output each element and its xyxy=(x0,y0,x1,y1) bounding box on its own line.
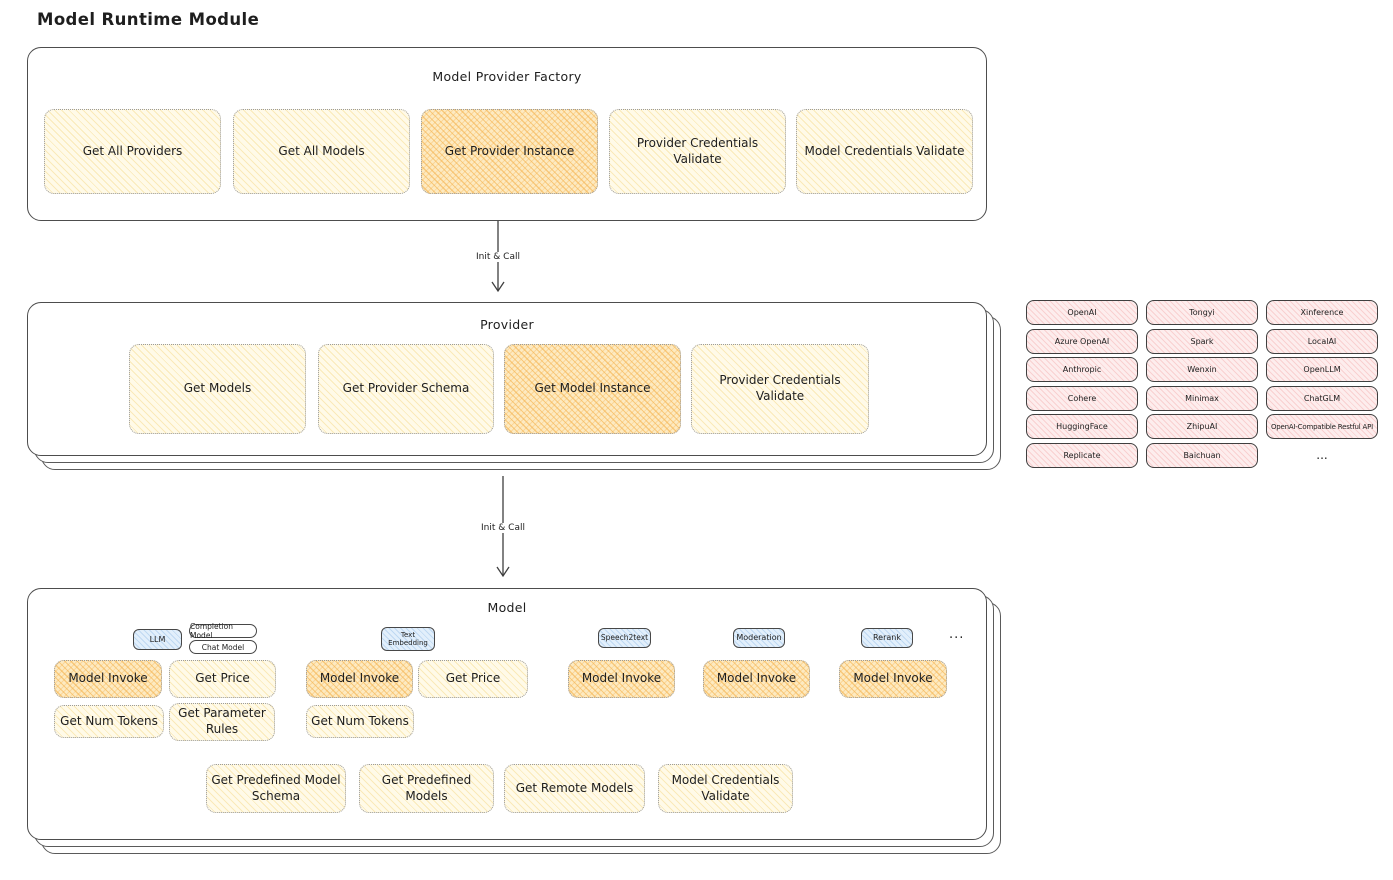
provider-op-provider-credentials-validate: Provider Credentials Validate xyxy=(691,344,869,434)
provider-chip-openai: OpenAI xyxy=(1026,300,1138,325)
provider-chip-spark: Spark xyxy=(1146,328,1258,354)
provider-grid-ellipsis: ... xyxy=(1316,448,1328,462)
provider-op-get-models: Get Models xyxy=(129,344,306,434)
model-frame: Model LLM Completion Model Chat Model Te… xyxy=(27,588,987,840)
init-call-label-1: Init & Call xyxy=(473,252,523,262)
provider-title: Provider xyxy=(480,317,534,332)
provider-chip-huggingface: HuggingFace xyxy=(1026,414,1138,439)
llm-get-price: Get Price xyxy=(169,660,276,698)
get-predefined-models: Get Predefined Models xyxy=(359,764,494,813)
provider-chip-openllm: OpenLLM xyxy=(1266,357,1378,382)
factory-title: Model Provider Factory xyxy=(432,69,582,84)
model-title: Model xyxy=(487,600,527,615)
provider-chip-grid: OpenAI Tongyi Xinference Azure OpenAI Sp… xyxy=(1026,300,1378,468)
moderation-model-invoke: Model Invoke xyxy=(703,660,810,698)
factory-op-get-provider-instance: Get Provider Instance xyxy=(421,109,598,194)
tag-llm: LLM xyxy=(133,629,182,650)
model-credentials-validate: Model Credentials Validate xyxy=(658,764,793,813)
factory-frame: Model Provider Factory Get All Providers… xyxy=(27,47,987,221)
llm-get-parameter-rules: Get Parameter Rules xyxy=(169,703,275,741)
init-call-label-2: Init & Call xyxy=(478,523,528,533)
provider-chip-localai: LocalAI xyxy=(1266,328,1378,354)
provider-chip-tongyi: Tongyi xyxy=(1146,300,1258,325)
tag-text-embedding: Text Embedding xyxy=(381,627,435,651)
tag-speech2text: Speech2text xyxy=(598,628,651,648)
provider-chip-chatglm: ChatGLM xyxy=(1266,385,1378,411)
provider-chip-replicate: Replicate xyxy=(1026,442,1138,468)
get-predefined-model-schema: Get Predefined Model Schema xyxy=(206,764,346,813)
rerank-model-invoke: Model Invoke xyxy=(839,660,947,698)
factory-op-get-all-models: Get All Models xyxy=(233,109,410,194)
tag-moderation: Moderation xyxy=(733,628,785,648)
llm-model-invoke: Model Invoke xyxy=(54,660,162,698)
provider-chip-minimax: Minimax xyxy=(1146,385,1258,411)
provider-op-get-model-instance: Get Model Instance xyxy=(504,344,681,434)
speech2text-model-invoke: Model Invoke xyxy=(568,660,675,698)
provider-frame: Provider Get Models Get Provider Schema … xyxy=(27,302,987,456)
provider-chip-cohere: Cohere xyxy=(1026,385,1138,411)
model-tags-ellipsis: ... xyxy=(949,627,965,642)
llm-get-num-tokens: Get Num Tokens xyxy=(54,705,164,738)
tag-chat-model: Chat Model xyxy=(189,640,257,654)
text-embedding-get-num-tokens: Get Num Tokens xyxy=(306,705,414,738)
factory-op-provider-credentials-validate: Provider Credentials Validate xyxy=(609,109,786,194)
provider-op-get-provider-schema: Get Provider Schema xyxy=(318,344,494,434)
text-embedding-model-invoke: Model Invoke xyxy=(306,660,413,698)
provider-chip-wenxin: Wenxin xyxy=(1146,357,1258,382)
provider-chip-baichuan: Baichuan xyxy=(1146,442,1258,468)
get-remote-models: Get Remote Models xyxy=(504,764,645,813)
provider-chip-openai-compatible-restful-api: OpenAI-Compatible Restful API xyxy=(1266,414,1378,439)
page-title: Model Runtime Module xyxy=(37,10,260,29)
provider-chip-anthropic: Anthropic xyxy=(1026,357,1138,382)
factory-op-model-credentials-validate: Model Credentials Validate xyxy=(796,109,973,194)
text-embedding-get-price: Get Price xyxy=(418,660,528,698)
tag-rerank: Rerank xyxy=(861,628,913,648)
provider-chip-xinference: Xinference xyxy=(1266,300,1378,325)
tag-completion-model: Completion Model xyxy=(189,622,257,640)
provider-chip-zhipuai: ZhipuAI xyxy=(1146,414,1258,439)
provider-chip-azure-openai: Azure OpenAI xyxy=(1026,328,1138,354)
factory-op-get-all-providers: Get All Providers xyxy=(44,109,221,194)
